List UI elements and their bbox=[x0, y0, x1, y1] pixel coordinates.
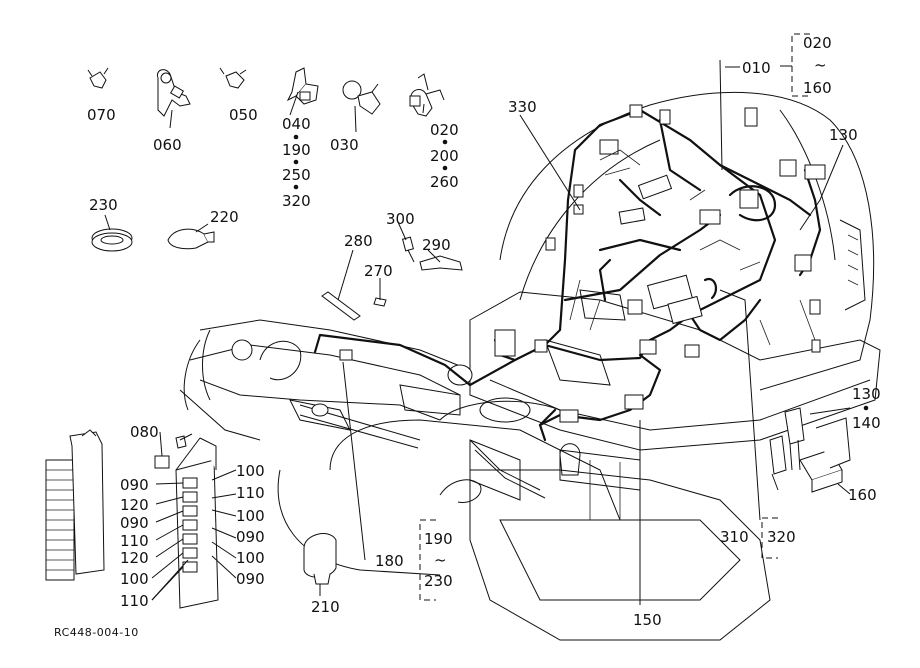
diagram-reference-code: RC448-004-10 bbox=[54, 626, 139, 639]
fuse-right-6: 090 bbox=[236, 570, 265, 588]
fuse-left-5: 120 bbox=[120, 549, 149, 567]
callout-210: 210 bbox=[311, 598, 340, 616]
callout-130-top: 130 bbox=[829, 126, 858, 144]
fuse-left-1: 090 bbox=[120, 476, 149, 494]
callout-190: 190 bbox=[282, 141, 311, 159]
callout-020: 020 bbox=[430, 121, 459, 139]
callout-310: 310 bbox=[720, 528, 749, 546]
fuse-left-6: 100 bbox=[120, 570, 149, 588]
separator-dots bbox=[293, 134, 869, 411]
callout-220: 220 bbox=[210, 208, 239, 226]
fuse-right-4: 090 bbox=[236, 528, 265, 546]
callout-200: 200 bbox=[430, 147, 459, 165]
callout-range-bot-sep: ~ bbox=[434, 551, 447, 569]
callout-280: 280 bbox=[344, 232, 373, 250]
fuse-slots bbox=[182, 477, 198, 573]
fuse-left-3: 090 bbox=[120, 514, 149, 532]
callout-250: 250 bbox=[282, 166, 311, 184]
leader-lines bbox=[104, 33, 851, 605]
callout-140: 140 bbox=[852, 414, 881, 432]
clamp-parts bbox=[87, 67, 851, 585]
main-wire-harness bbox=[313, 108, 822, 442]
fuse-right-3: 100 bbox=[236, 507, 265, 525]
cab-components bbox=[339, 104, 826, 423]
fuse-left-2: 120 bbox=[120, 496, 149, 514]
callout-320-top: 320 bbox=[282, 192, 311, 210]
callout-150: 150 bbox=[633, 611, 662, 629]
callout-labels: 010 020 ~ 160 070 060 050 040 190 250 32… bbox=[54, 34, 881, 639]
callout-080: 080 bbox=[130, 423, 159, 441]
callout-320-bottom: 320 bbox=[767, 528, 796, 546]
callout-range-top-sep: ~ bbox=[814, 56, 827, 74]
callout-230: 230 bbox=[89, 196, 118, 214]
callout-130-right: 130 bbox=[852, 385, 881, 403]
callout-300: 300 bbox=[386, 210, 415, 228]
callout-range-top-end: 160 bbox=[803, 79, 832, 97]
callout-range-bot-start: 190 bbox=[424, 530, 453, 548]
callout-160: 160 bbox=[848, 486, 877, 504]
fuse-right-2: 110 bbox=[236, 484, 265, 502]
fuse-left-7: 110 bbox=[120, 592, 149, 610]
callout-330: 330 bbox=[508, 98, 537, 116]
callout-030: 030 bbox=[330, 136, 359, 154]
callout-060: 060 bbox=[153, 136, 182, 154]
fuse-right-5: 100 bbox=[236, 549, 265, 567]
callout-010: 010 bbox=[742, 59, 771, 77]
callout-070: 070 bbox=[87, 106, 116, 124]
fuse-left-4: 110 bbox=[120, 532, 149, 550]
excavator-body-outline bbox=[179, 59, 881, 641]
callout-290: 290 bbox=[422, 236, 451, 254]
callout-range-top-start: 020 bbox=[803, 34, 832, 52]
callout-270: 270 bbox=[364, 262, 393, 280]
callout-040: 040 bbox=[282, 115, 311, 133]
callout-180: 180 bbox=[375, 552, 404, 570]
fuse-right-1: 100 bbox=[236, 462, 265, 480]
callout-050: 050 bbox=[229, 106, 258, 124]
callout-range-bot-end: 230 bbox=[424, 572, 453, 590]
callout-260: 260 bbox=[430, 173, 459, 191]
